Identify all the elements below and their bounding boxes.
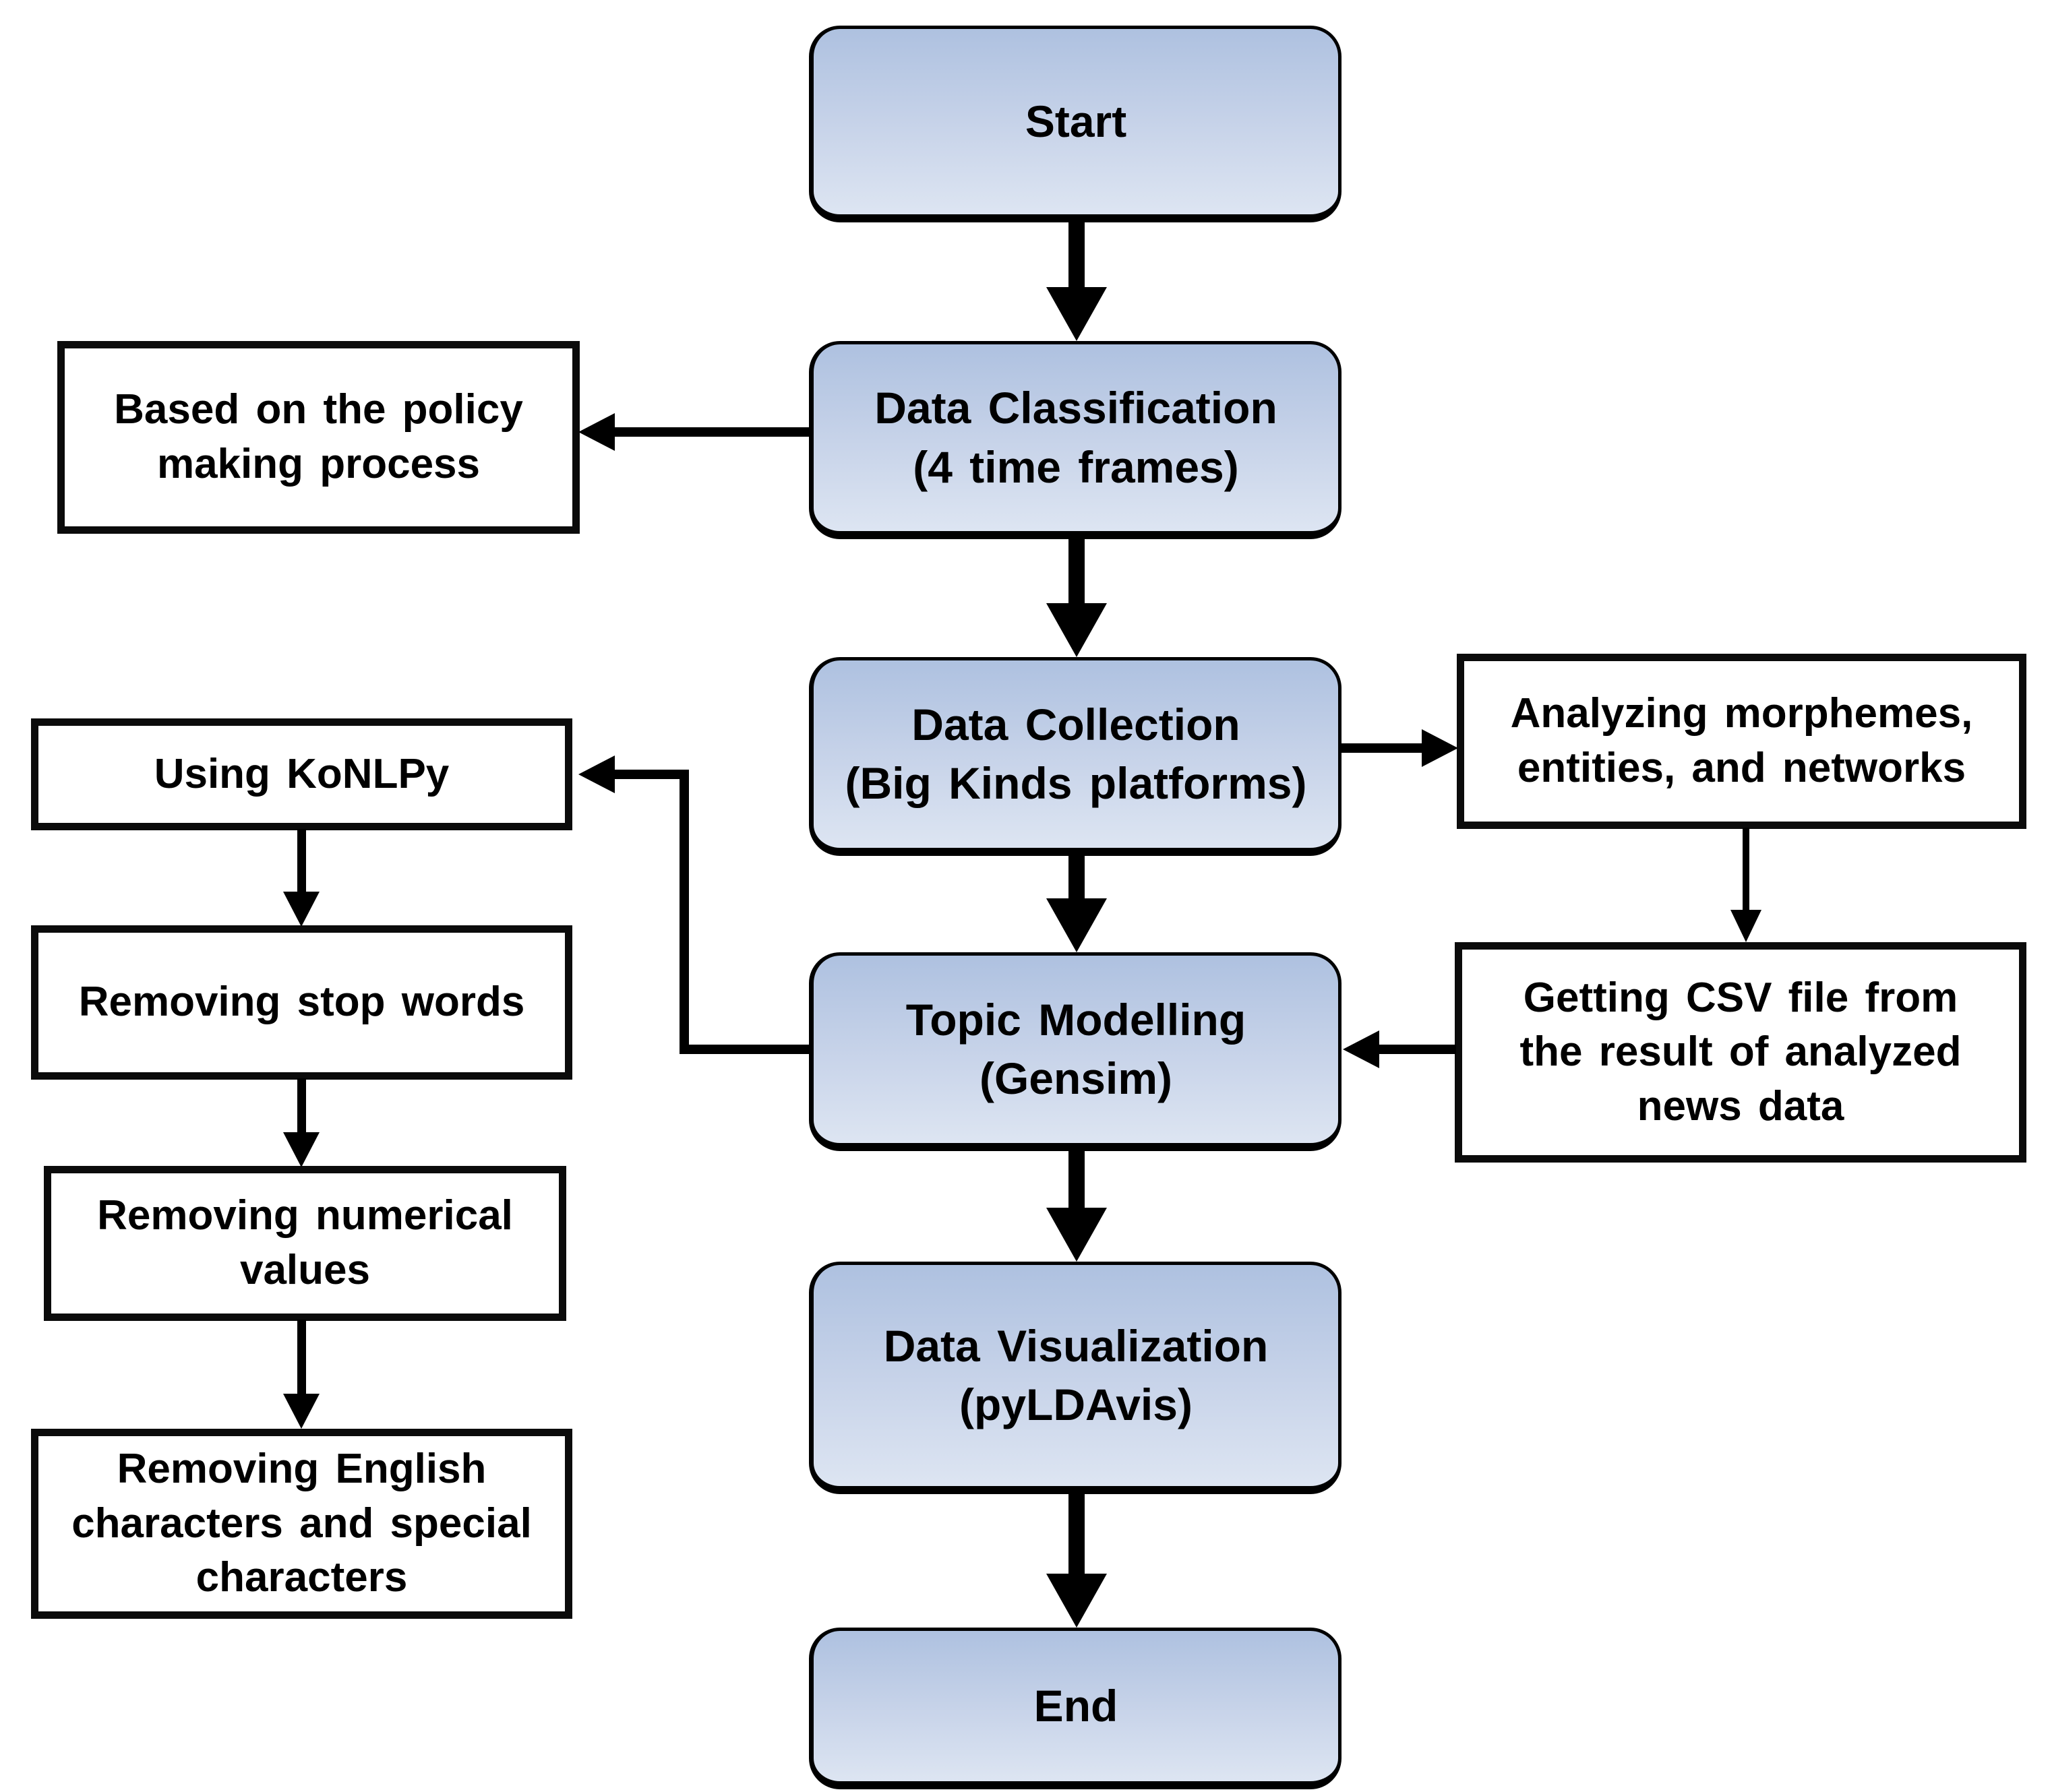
arrowhead-down-icon (1046, 287, 1107, 341)
edge-shaft (680, 1045, 810, 1054)
edge-shaft (680, 770, 689, 1054)
node-removing-english: Removing English characters and special … (31, 1429, 572, 1619)
edge-shaft (297, 829, 306, 893)
node-end: End (809, 1628, 1341, 1789)
arrowhead-down-icon (1046, 1574, 1107, 1628)
node-topic-modelling-label: Topic Modelling (Gensim) (905, 994, 1246, 1103)
edge-shaft (610, 427, 810, 437)
edge-shaft (1340, 743, 1424, 753)
node-getting-csv-label: Getting CSV file from the result of anal… (1519, 974, 1962, 1130)
arrowhead-down-icon (1046, 603, 1107, 657)
node-data-visualization: Data Visualization (pyLDAvis) (809, 1262, 1341, 1494)
node-removing-numerical-label: Removing numerical values (97, 1192, 513, 1293)
arrowhead-left-icon (578, 413, 615, 451)
node-based-on-policy-label: Based on the policy making process (114, 386, 523, 487)
arrowhead-down-icon (1046, 898, 1107, 952)
node-analyzing-morphemes: Analyzing morphemes, entities, and netwo… (1457, 654, 2026, 829)
node-data-collection-label: Data Collection (Big Kinds platforms) (845, 699, 1307, 808)
node-data-collection: Data Collection (Big Kinds platforms) (809, 657, 1341, 856)
node-start-label: Start (1025, 96, 1127, 146)
node-topic-modelling: Topic Modelling (Gensim) (809, 952, 1341, 1151)
node-using-konlpy-label: Using KoNLPy (154, 750, 450, 797)
edge-shaft (1743, 828, 1749, 911)
edge-shaft (297, 1078, 306, 1134)
arrowhead-right-icon (1422, 729, 1458, 767)
edge-shaft (1068, 1493, 1085, 1575)
node-data-classification: Data Classification (4 time frames) (809, 341, 1341, 539)
node-getting-csv: Getting CSV file from the result of anal… (1455, 942, 2026, 1163)
node-analyzing-morphemes-label: Analyzing morphemes, entities, and netwo… (1510, 690, 1973, 791)
arrowhead-left-icon (1343, 1030, 1379, 1068)
node-end-label: End (1033, 1680, 1118, 1731)
arrowhead-left-icon (578, 755, 615, 793)
node-removing-numerical: Removing numerical values (44, 1166, 566, 1321)
edge-shaft (615, 770, 682, 779)
node-data-visualization-label: Data Visualization (pyLDAvis) (883, 1320, 1269, 1429)
edge-shaft (297, 1320, 306, 1395)
node-start: Start (809, 26, 1341, 222)
edge-shaft (1068, 538, 1085, 605)
node-based-on-policy: Based on the policy making process (57, 341, 580, 534)
edge-shaft (1068, 855, 1085, 900)
arrowhead-down-icon (1046, 1208, 1107, 1262)
node-using-konlpy: Using KoNLPy (31, 718, 572, 830)
arrowhead-down-icon (283, 1394, 320, 1429)
arrowhead-down-icon (1730, 910, 1761, 942)
node-removing-stop-words: Removing stop words (31, 925, 572, 1080)
node-data-classification-label: Data Classification (4 time frames) (874, 383, 1277, 492)
arrowhead-down-icon (283, 1132, 320, 1167)
edge-shaft (1068, 1150, 1085, 1209)
arrowhead-down-icon (283, 892, 320, 927)
edge-shaft (1068, 221, 1085, 288)
node-removing-english-label: Removing English characters and special … (71, 1446, 532, 1601)
node-removing-stop-words-label: Removing stop words (78, 979, 525, 1026)
edge-shaft (1379, 1045, 1456, 1054)
